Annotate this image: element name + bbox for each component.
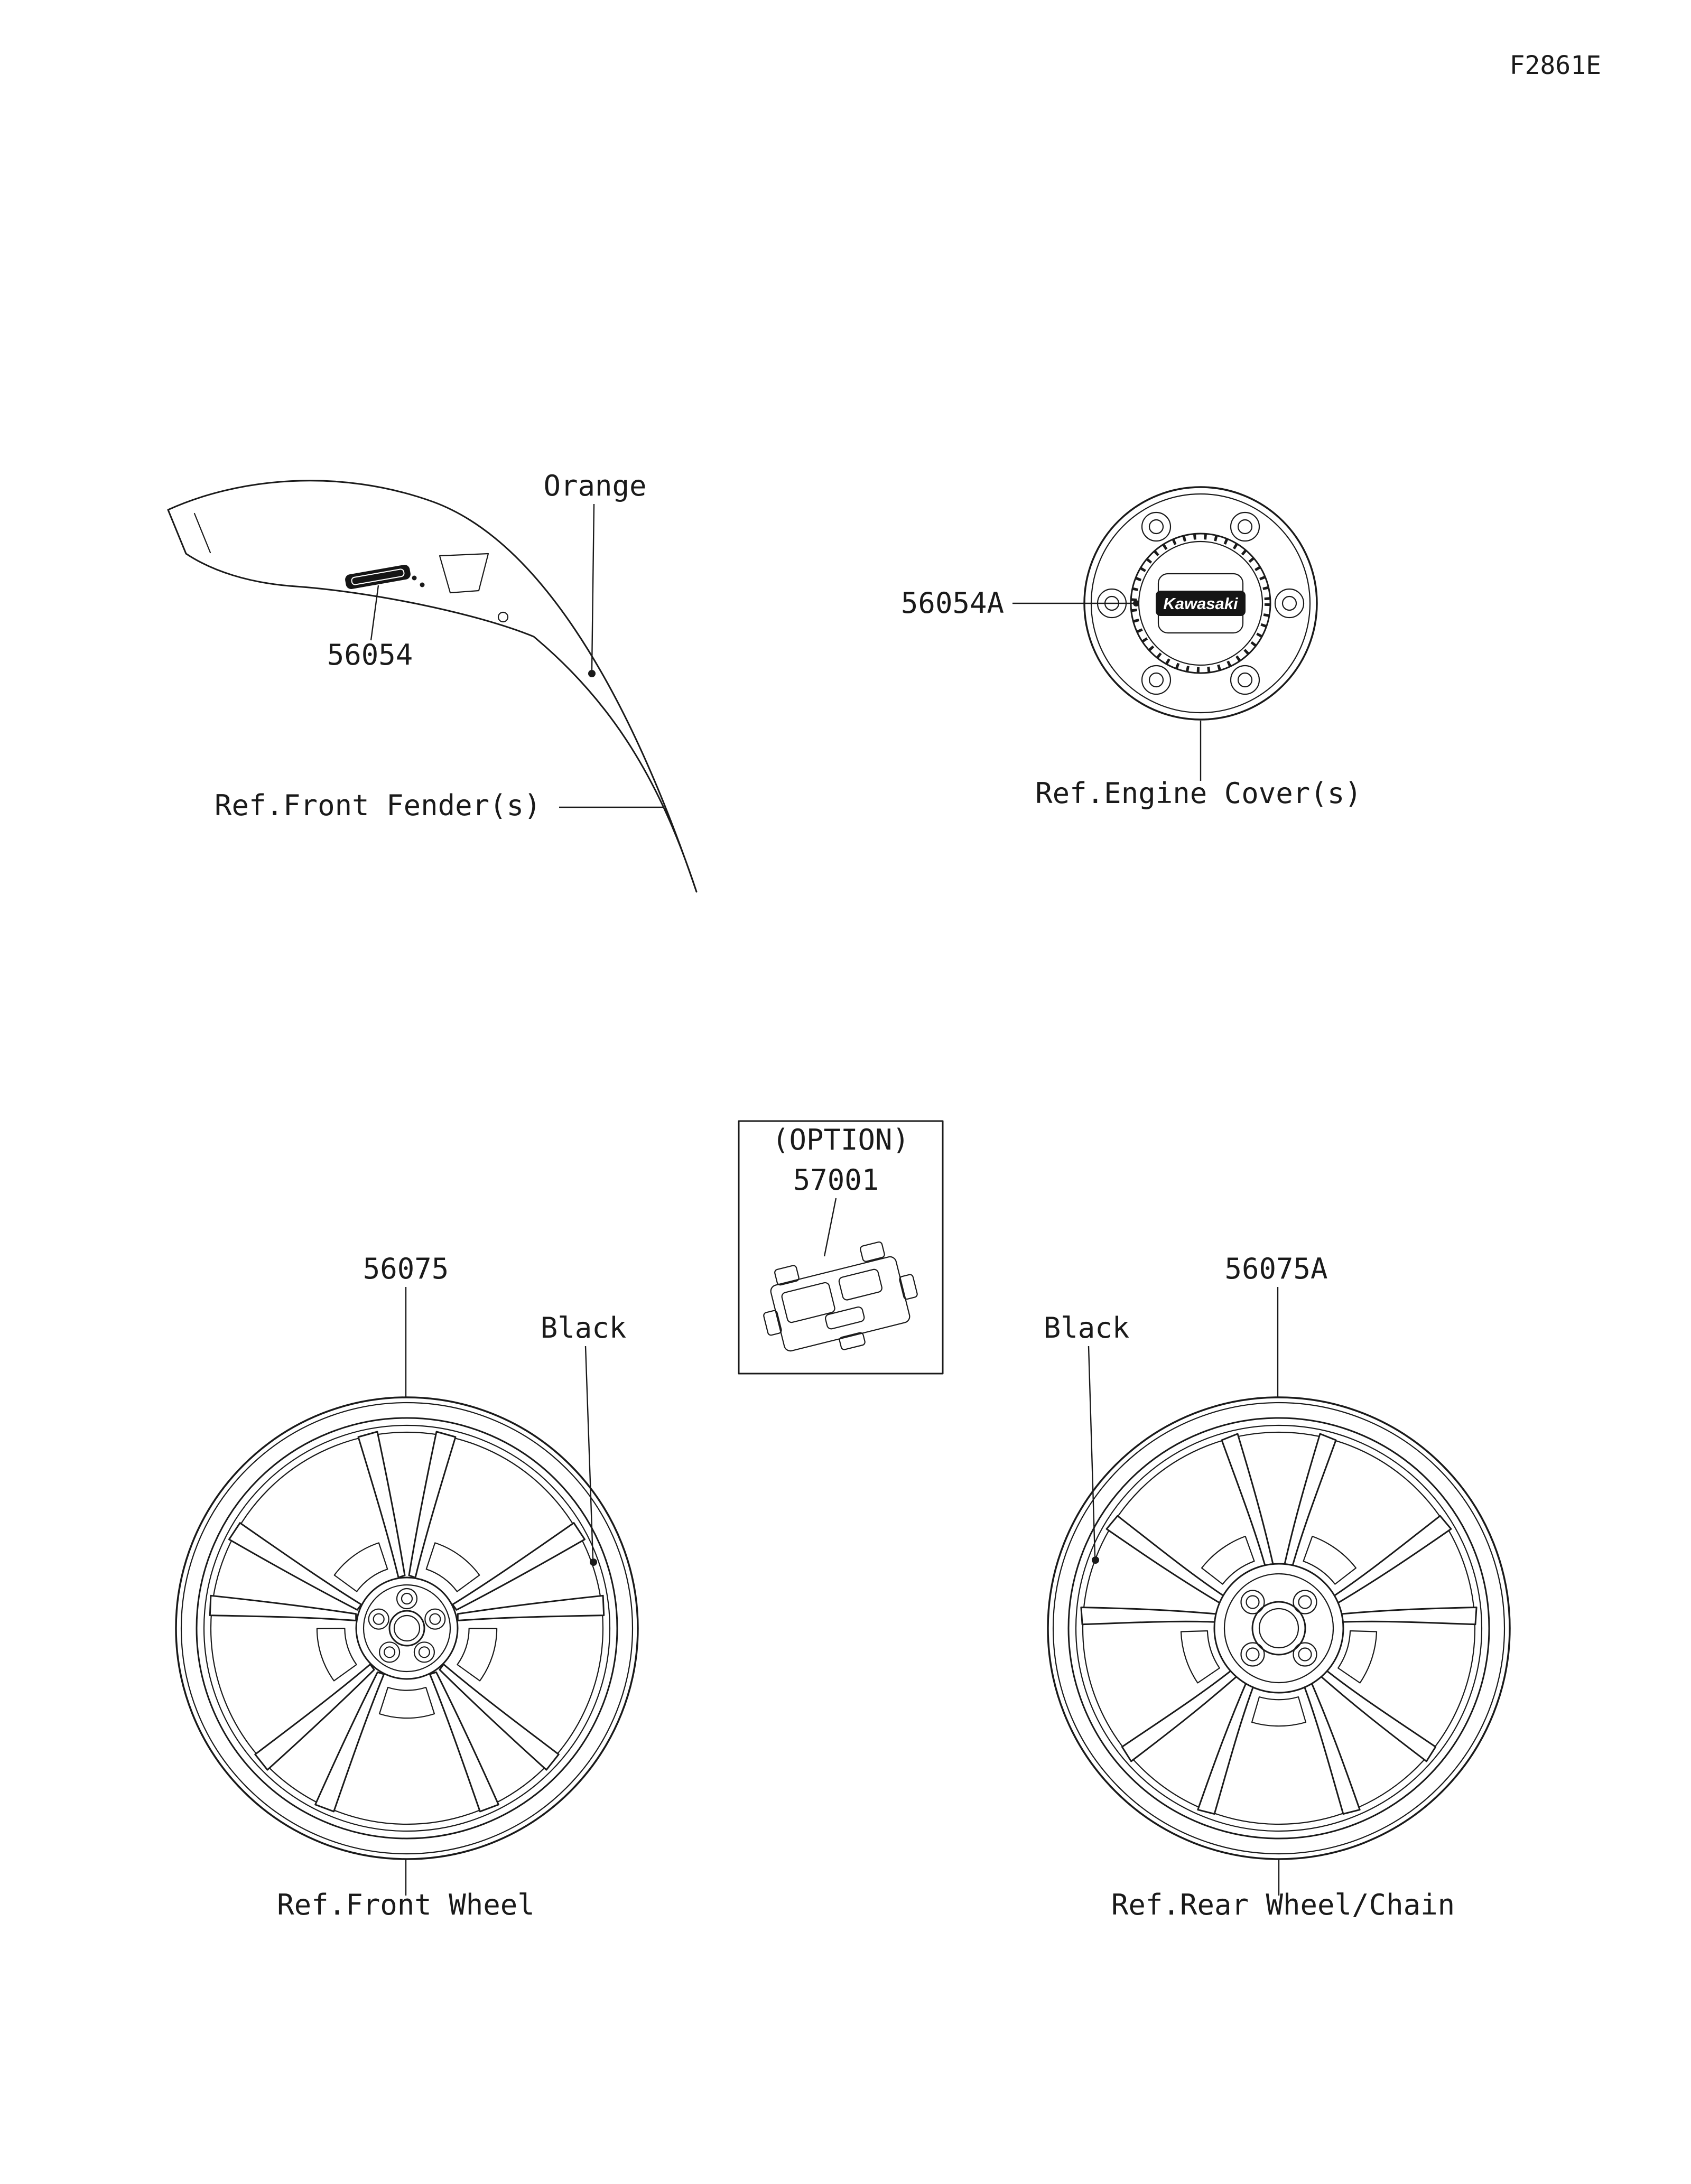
front-fender-drawing [167,480,698,893]
engine-cover-part-number: 56054A [901,586,1004,620]
front-hub-lugs [368,1588,446,1663]
leader-line-orange [591,503,595,670]
kawasaki-badge: Kawasaki [1156,591,1246,616]
rear-hub [1213,1563,1344,1694]
fender-color-label: Orange [543,469,646,502]
fender-decal [345,565,411,589]
fender-ref-label: Ref.Front Fender(s) [215,789,541,822]
option-label: (OPTION) [772,1123,909,1156]
leader-line-front-black [584,1346,594,1559]
leader-dot-rear-black [1092,1556,1099,1564]
engine-cover-bolts [1097,511,1305,695]
rear-wheel-part-number: 56075A [1224,1252,1327,1285]
option-part-number: 57001 [793,1163,879,1197]
leader-line-rear-black [1088,1346,1096,1557]
leader-dot-56054A [1133,600,1139,606]
rear-wheel-color-label: Black [1044,1311,1130,1345]
option-bracket-drawing [763,1241,918,1352]
front-wheel-color-label: Black [541,1311,627,1345]
engine-cover-drawing: Kawasaki [1083,486,1318,721]
front-wheel-part-number: 56075 [363,1252,449,1285]
fender-end-cap-line [193,512,211,554]
rear-hub-bolts [1240,1590,1317,1667]
figure-code: F2861E [1510,51,1601,80]
fender-stay-cutout [439,553,489,594]
decal-screw-dot [420,582,425,587]
decal-screw-dot [412,575,417,581]
leader-dot-orange [588,670,596,677]
front-hub [355,1576,459,1680]
leader-line-57001 [823,1198,837,1257]
rear-wheel-drawing [1047,1396,1511,1860]
fender-hole [497,611,509,623]
leader-line-56054 [370,585,379,641]
hub-spline-ring [1131,534,1270,673]
fender-part-number: 56054 [327,638,413,671]
engine-cover-ref-label: Ref.Engine Cover(s) [1035,777,1362,810]
leader-dot-front-black [590,1558,597,1566]
option-part-box: (OPTION) 57001 [738,1120,944,1375]
front-wheel-drawing [175,1396,639,1860]
rear-wheel-ref-label: Ref.Rear Wheel/Chain [1111,1888,1455,1921]
kawasaki-badge-text: Kawasaki [1163,594,1239,613]
